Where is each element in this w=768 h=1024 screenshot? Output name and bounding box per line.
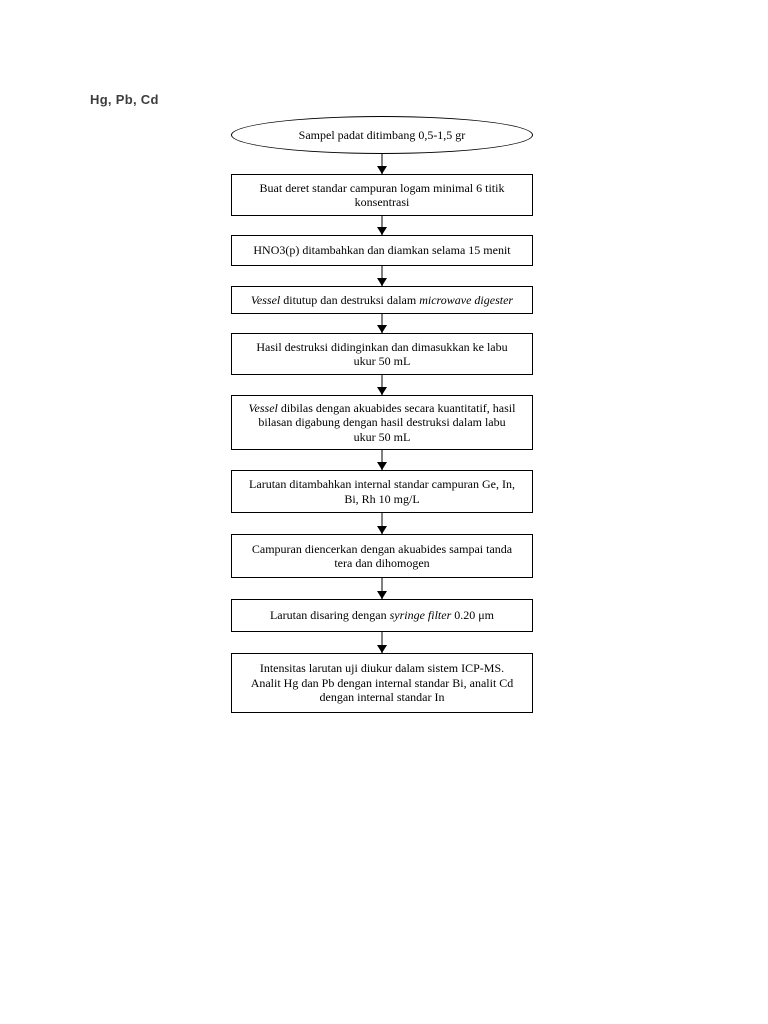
flow-node-step-6: Larutan ditambahkan internal standar cam…: [231, 470, 533, 513]
flowchart: Sampel padat ditimbang 0,5-1,5 gr Buat de…: [231, 0, 533, 1024]
arrow-down-icon: [377, 278, 387, 286]
flow-connector: [377, 448, 387, 470]
flow-node-text: Buat deret standar campuran logam minima…: [259, 180, 505, 195]
flow-node-text: Analit Hg dan Pb dengan internal standar…: [250, 675, 514, 690]
arrow-down-icon: [377, 387, 387, 395]
flow-node-text: ukur 50 mL: [353, 429, 411, 444]
flow-connector: [377, 630, 387, 653]
flow-node-text: konsentrasi: [354, 195, 410, 209]
arrow-down-icon: [377, 325, 387, 333]
flow-connector: [377, 214, 387, 235]
flow-connector: [377, 373, 387, 395]
flow-node-step-4: Hasil destruksi didinginkan dan dimasukk…: [231, 333, 533, 375]
flow-node-text: Larutan ditambahkan internal standar cam…: [249, 477, 515, 491]
flow-node-text: dengan internal standar In: [319, 690, 445, 705]
flow-node-start: Sampel padat ditimbang 0,5-1,5 gr: [231, 116, 533, 154]
flow-connector: [377, 152, 387, 174]
flow-node-text: HNO3(p) ditambahkan dan diamkan selama 1…: [253, 243, 511, 258]
flow-connector: [377, 511, 387, 534]
flow-node-text: bilasan digabung dengan hasil destruksi …: [258, 415, 506, 430]
flow-node-step-8: Larutan disaring dengan syringe filter 0…: [231, 599, 533, 632]
page-title: Hg, Pb, Cd: [90, 92, 159, 107]
flow-node-text: Vessel dibilas dengan akuabides secara k…: [248, 400, 516, 415]
flow-node-step-1: Buat deret standar campuran logam minima…: [231, 174, 533, 216]
arrow-down-icon: [377, 227, 387, 235]
flow-node-text: Sampel padat ditimbang 0,5-1,5 gr: [298, 127, 466, 142]
flow-node-text: Vessel ditutup dan destruksi dalam micro…: [250, 292, 514, 307]
flow-node-text: tera dan dihomogen: [334, 556, 430, 570]
flow-node-text: Bi, Rh 10 mg/L: [344, 491, 420, 506]
arrow-down-icon: [377, 166, 387, 174]
flow-node-step-9: Intensitas larutan uji diukur dalam sist…: [231, 653, 533, 713]
flow-node-step-5: Vessel dibilas dengan akuabides secara k…: [231, 395, 533, 450]
arrow-down-icon: [377, 462, 387, 470]
flow-node-text: ukur 50 mL: [353, 354, 411, 368]
arrow-down-icon: [377, 591, 387, 599]
flow-node-text: Intensitas larutan uji diukur dalam sist…: [259, 661, 505, 676]
flow-connector: [377, 312, 387, 333]
flow-node-text: Larutan disaring dengan syringe filter 0…: [269, 608, 495, 623]
arrow-down-icon: [377, 645, 387, 653]
flow-connector: [377, 576, 387, 599]
flow-node-text: Hasil destruksi didinginkan dan dimasukk…: [256, 339, 508, 354]
flow-connector: [377, 264, 387, 286]
flow-node-step-2: HNO3(p) ditambahkan dan diamkan selama 1…: [231, 235, 533, 266]
flow-node-step-7: Campuran diencerkan dengan akuabides sam…: [231, 534, 533, 578]
flow-node-text: Campuran diencerkan dengan akuabides sam…: [251, 541, 513, 556]
flow-node-step-3: Vessel ditutup dan destruksi dalam micro…: [231, 286, 533, 314]
arrow-down-icon: [377, 526, 387, 534]
